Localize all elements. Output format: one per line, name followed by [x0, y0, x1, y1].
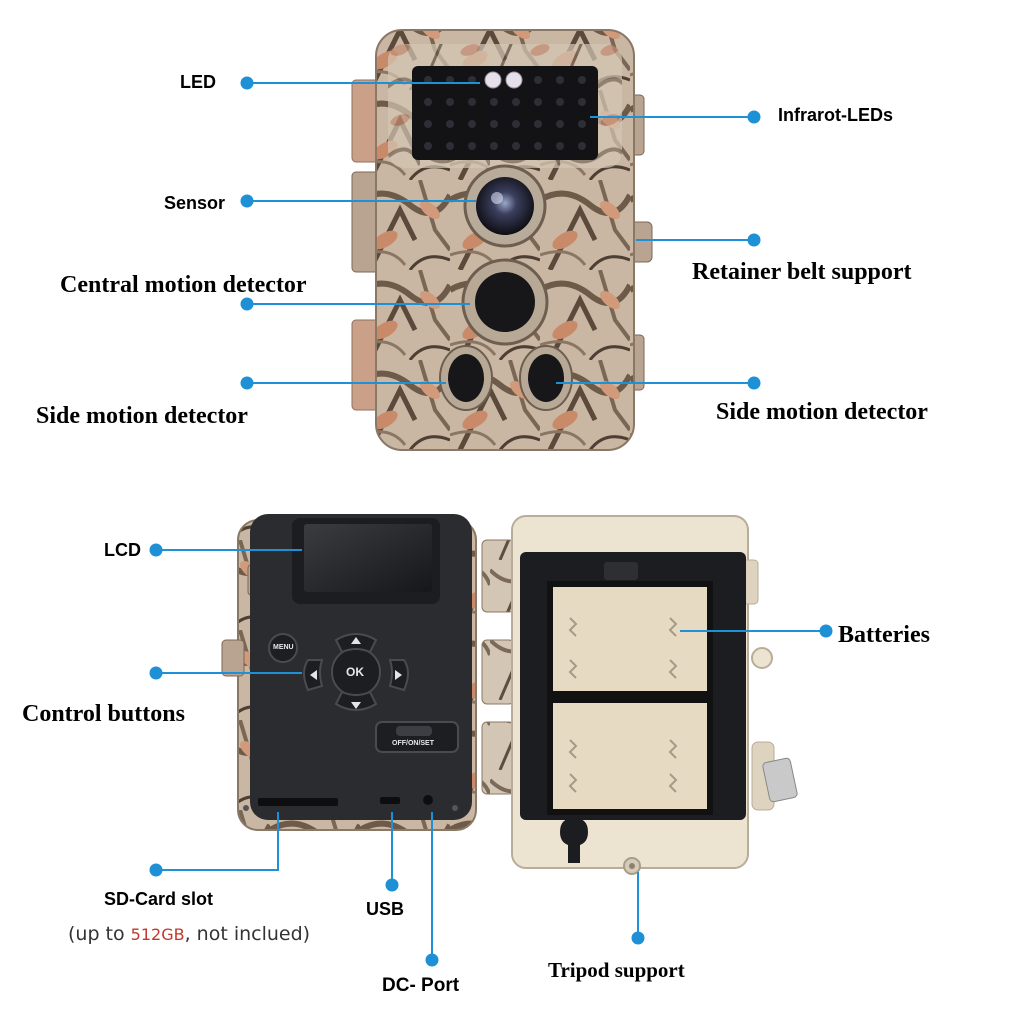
sd-note-suffix: , not inclued)	[184, 923, 311, 945]
sd-note-prefix: (up to	[68, 923, 131, 945]
label-infrared-leds: Infrarot-LEDs	[778, 105, 894, 125]
menu-button: MENU	[273, 644, 294, 651]
label-control-buttons: Control buttons	[22, 701, 185, 727]
usb-port	[380, 797, 400, 804]
label-batteries: Batteries	[838, 622, 930, 648]
ir-led-panel	[412, 66, 598, 160]
camera-front-view	[351, 29, 653, 451]
side-pir-right	[528, 354, 564, 402]
sd-slot	[258, 798, 338, 806]
label-led: LED	[180, 72, 216, 92]
ok-button: OK	[346, 665, 364, 679]
label-side-motion-detector-right: Side motion detector	[716, 399, 928, 425]
callout-lines	[156, 82, 826, 960]
lcd-screen	[304, 524, 432, 592]
label-side-motion-detector-left: Side motion detector	[36, 403, 248, 429]
label-dc-port: DC- Port	[382, 975, 460, 996]
status-led-1	[484, 71, 502, 89]
label-lcd: LCD	[104, 540, 141, 560]
label-sensor: Sensor	[164, 193, 226, 213]
label-usb: USB	[366, 899, 405, 919]
lock-hole	[560, 818, 588, 863]
power-switch-label: OFF/ON/SET	[392, 740, 434, 747]
sd-note-capacity: 512GB	[130, 925, 185, 944]
camera-open-view	[221, 514, 798, 875]
dc-port	[423, 795, 433, 805]
central-pir-sensor	[475, 272, 535, 332]
callout-dots	[149, 76, 833, 967]
label-retainer-belt-support: Retainer belt support	[692, 259, 912, 285]
side-pir-left	[448, 354, 484, 402]
status-led-2	[505, 71, 523, 89]
label-sd-card-note: (up to 512GB, not inclued)	[68, 923, 310, 945]
label-sd-card-slot: SD-Card slot	[104, 889, 214, 909]
label-tripod-support: Tripod support	[548, 958, 685, 982]
label-central-motion-detector: Central motion detector	[60, 272, 307, 298]
camera-lens	[476, 177, 534, 235]
